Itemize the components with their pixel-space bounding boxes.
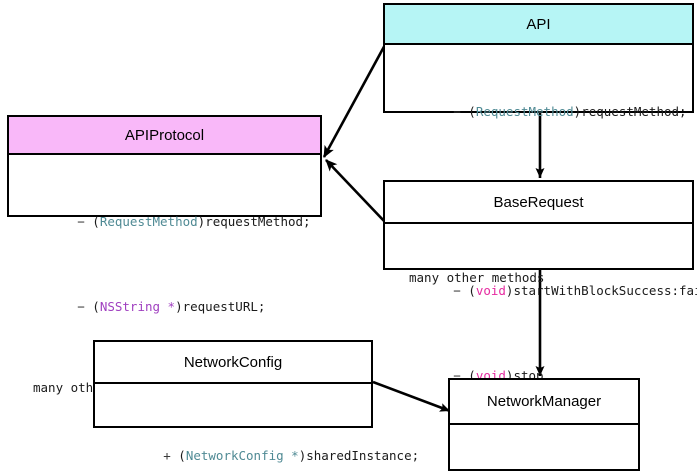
class-members-networkmanager: − (void)addRequest; − (void)cancelReques… (450, 425, 638, 471)
member-row: − (RequestMethod)requestMethod; (77, 214, 311, 229)
class-box-api[interactable]: API − (RequestMethod)requestMethod; − (N… (383, 3, 694, 285)
member-note: many other methods (409, 270, 545, 285)
edge-api-to-apiprotocol (322, 30, 396, 158)
class-box-baserequest[interactable]: BaseRequest − (void)startWithBlockSucces… (383, 180, 697, 383)
member-row: − (void)addRequest; (458, 467, 638, 471)
class-title-apiprotocol: APIProtocol (9, 117, 320, 155)
class-title-baserequest: BaseRequest (385, 182, 692, 224)
member-row: + (NetworkConfig *)sharedInstance; (163, 448, 420, 463)
class-title-networkmanager: NetworkManager (450, 380, 638, 425)
member-row: − (void)startWithBlockSuccess:failure: (453, 283, 697, 298)
class-box-networkconfig[interactable]: NetworkConfig + (NetworkConfig *)sharedI… (93, 340, 419, 463)
class-box-apiprotocol[interactable]: APIProtocol − (RequestMethod)requestMeth… (7, 115, 322, 395)
member-row: − (RequestMethod)requestMethod; (453, 104, 687, 119)
edge-baserequest-to-apiprotocol (325, 159, 386, 223)
class-title-api: API (385, 5, 692, 45)
class-title-networkconfig: NetworkConfig (95, 342, 371, 384)
class-members-networkconfig: + (NetworkConfig *)sharedInstance; (95, 384, 420, 471)
class-box-networkmanager[interactable]: NetworkManager − (void)addRequest; − (vo… (448, 378, 640, 471)
member-row: − (NSString *)requestURL; (77, 299, 266, 314)
